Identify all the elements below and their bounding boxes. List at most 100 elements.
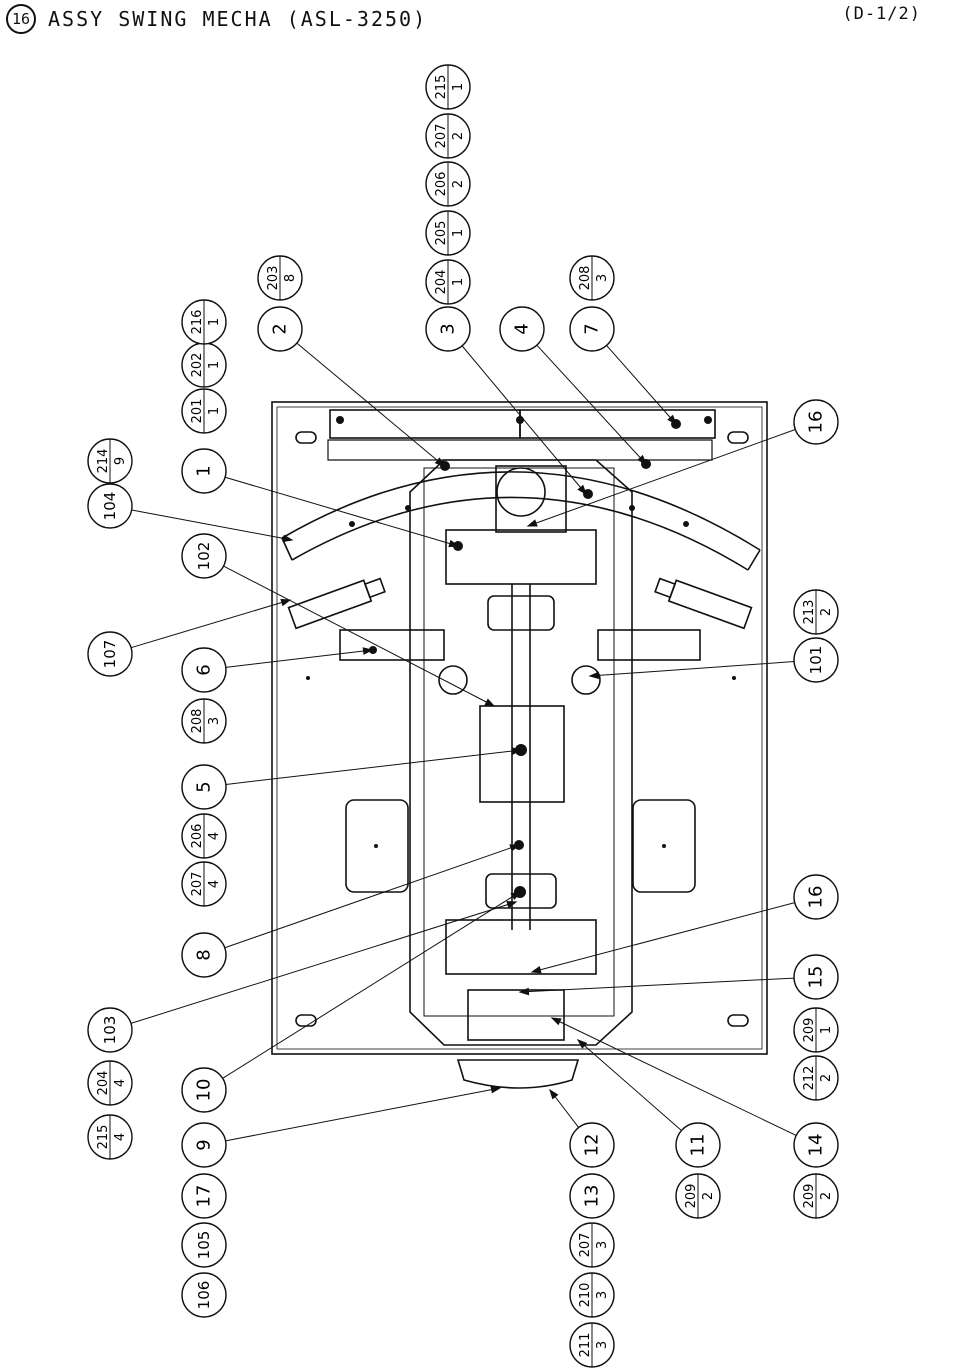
base-plate: [271, 401, 768, 1055]
part-number: 214: [96, 449, 111, 474]
callout-label: 105: [195, 1231, 213, 1260]
leader-arrowhead: [280, 598, 292, 607]
callout-label: 2: [270, 323, 291, 334]
quantity: 8: [283, 274, 298, 282]
quantity: 4: [113, 1079, 128, 1087]
quantity: 2: [451, 132, 466, 140]
callout-bubble-101: 101: [793, 637, 839, 683]
callout-bubble-3: 3: [425, 306, 471, 352]
callout-bubble-1: 1: [181, 448, 227, 494]
callout-label: 8: [194, 949, 215, 960]
spring-assembly: [467, 989, 565, 1041]
leader-arrowhead: [518, 987, 530, 996]
leader-arrowhead: [637, 454, 647, 466]
leader-line-9: [225, 1087, 501, 1142]
mounting-slots: [295, 431, 749, 1027]
callout-bubble-104: 104: [87, 483, 133, 529]
base-plate-inner-edge: [276, 406, 763, 1050]
part-number: 209: [684, 1184, 699, 1209]
callout-label: 15: [806, 966, 827, 989]
leader-arrowhead: [550, 1017, 562, 1026]
quantity: 4: [207, 832, 222, 840]
quantity: 2: [819, 608, 834, 616]
slider-block: [479, 705, 565, 803]
callout-label: 3: [438, 323, 459, 334]
section-number-badge: 16: [6, 4, 36, 34]
part-number: 202: [190, 353, 205, 378]
quantity: 9: [113, 457, 128, 465]
callout-bubble-9: 9: [181, 1122, 227, 1168]
part-number: 208: [578, 266, 593, 291]
part-number: 207: [578, 1233, 593, 1258]
mechanism-body: [271, 401, 768, 1089]
side-plate-right: [597, 629, 701, 661]
callout-label: 103: [101, 1016, 119, 1045]
top-rail-right: [519, 409, 716, 439]
quantity: 2: [819, 1192, 834, 1200]
leader-line-5: [225, 749, 522, 785]
page-reference: (D-1/2): [842, 4, 921, 24]
part-number: 211: [578, 1333, 593, 1358]
lower-bearing: [485, 873, 557, 909]
callout-bubble-17: 17: [181, 1173, 227, 1219]
callout-label: 107: [101, 640, 119, 669]
leader-line-103: [130, 901, 517, 1024]
callout-label: 4: [512, 323, 533, 334]
callout-bubble-105: 105: [181, 1222, 227, 1268]
quantity: 2: [701, 1192, 716, 1200]
callout-bubble-5: 5: [181, 764, 227, 810]
main-frame: [409, 459, 633, 1046]
upper-bearing: [487, 595, 555, 631]
leader-arrowhead: [490, 1085, 502, 1094]
cylinder-left: [287, 577, 386, 630]
leader-line-4: [536, 344, 647, 465]
leader-line-6: [225, 649, 373, 668]
assembly-title: ASSY SWING MECHA (ASL-3250): [48, 7, 428, 31]
part-number: 209: [802, 1184, 817, 1209]
leader-arrowhead: [509, 844, 521, 852]
quantity: 3: [595, 1341, 610, 1349]
leader-arrowhead: [526, 519, 538, 527]
leader-arrowhead: [448, 539, 460, 548]
quantity: 3: [595, 1291, 610, 1299]
callout-bubble-6: 6: [181, 647, 227, 693]
part-number: 215: [96, 1125, 111, 1150]
foot-left: [345, 799, 409, 893]
callout-bubble-10: 10: [181, 1067, 227, 1113]
leader-line-8: [224, 844, 520, 949]
upper-bracket: [445, 529, 597, 585]
part-number: 207: [190, 872, 205, 897]
quantity: 4: [207, 880, 222, 888]
callout-bubble-16: 16: [793, 874, 839, 920]
callout-label: 101: [807, 646, 825, 675]
cylinder-right: [654, 577, 753, 630]
callout-label: 7: [582, 323, 603, 334]
callout-label: 14: [806, 1134, 827, 1157]
callout-label: 16: [806, 411, 827, 434]
swing-arc-outer: [281, 471, 761, 551]
motor-shaft: [496, 467, 546, 517]
callout-bubble-8: 8: [181, 932, 227, 978]
callout-bubble-7: 7: [569, 306, 615, 352]
leader-line-3: [461, 345, 587, 495]
callout-label: 11: [688, 1134, 709, 1157]
leader-line-107: [130, 599, 291, 649]
callout-label: 1: [194, 465, 215, 476]
leader-line-16: [531, 902, 795, 973]
leader-arrowhead: [362, 647, 374, 655]
swing-arc-inner: [291, 496, 749, 571]
quantity: 1: [819, 1026, 834, 1034]
